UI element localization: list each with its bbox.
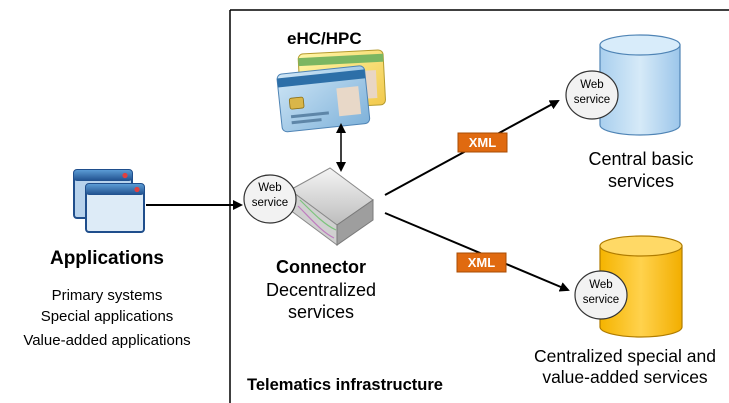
central-basic-services-cylinder [599, 34, 681, 136]
xml-badge-top: XML [468, 135, 497, 150]
connector-subtitle: Decentralized services [266, 280, 377, 322]
special-services-web-service-bubble [574, 270, 628, 320]
telematics-infrastructure-label: Telematics infrastructure [247, 376, 443, 394]
xml-badge-top-shape [457, 132, 508, 153]
ehc-hpc-label: eHC/HPC [287, 29, 362, 48]
applications-item-value-added-applications: Value-added applications [23, 332, 191, 349]
connector-web-service-bubble [243, 174, 297, 224]
arrow-connector-to-special-services [384, 212, 570, 292]
connector-device-icon [289, 167, 374, 246]
special-services-cylinder [599, 235, 683, 338]
applications-title: Applications [49, 248, 164, 269]
applications-item-special-applications: Special applications [40, 308, 174, 325]
centralized-special-services-label: Centralized special and value-added serv… [534, 346, 716, 387]
basic-services-web-service-bubble [565, 70, 619, 120]
health-cards-icon [276, 49, 386, 133]
xml-badge-bottom: XML [467, 255, 496, 270]
applications-item-primary-systems: Primary systems [51, 287, 163, 304]
basic-services-web-service-label: Web service [573, 79, 611, 106]
connector-web-service-label: Web service [251, 182, 289, 209]
central-basic-services-label: Central basic services [588, 149, 694, 191]
special-services-web-service-label: Web service [582, 279, 620, 306]
telematics-infrastructure-frame [229, 9, 729, 403]
connector-title: Connector [276, 257, 366, 277]
xml-badge-bottom-shape [456, 252, 507, 273]
applications-windows-icon [73, 169, 145, 233]
